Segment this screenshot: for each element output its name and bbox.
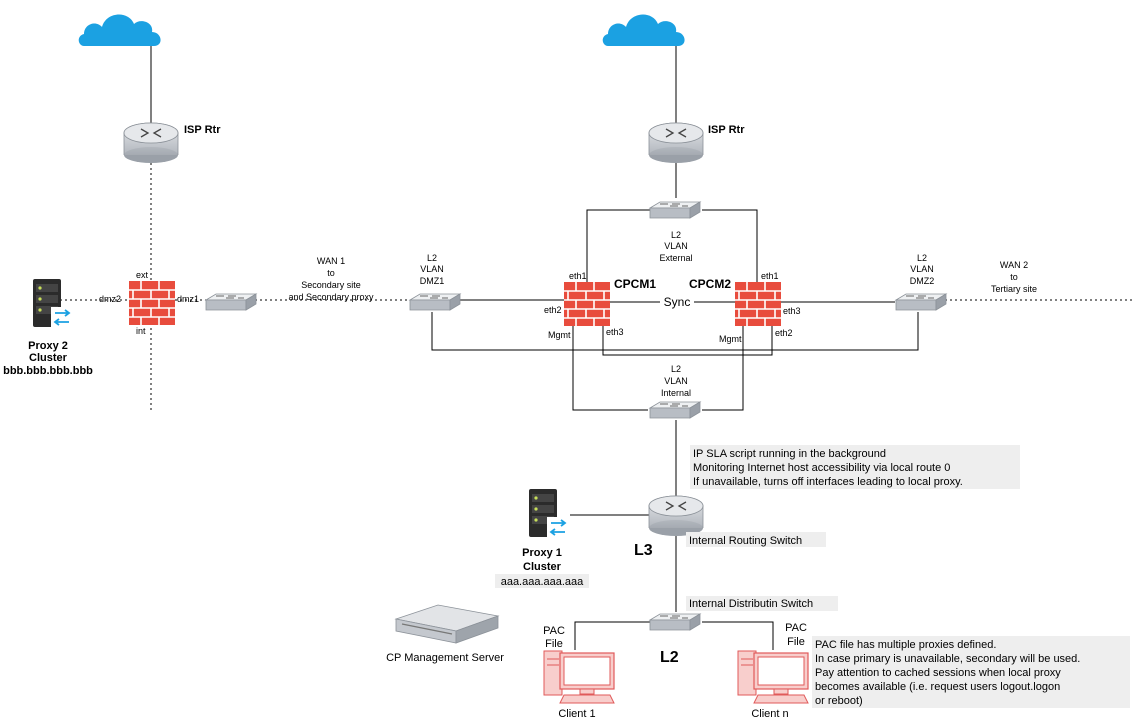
routing-switch-label: Internal Routing Switch: [689, 535, 802, 547]
fw-port-dmz2: dmz2: [99, 294, 121, 304]
wan1-line1: WAN 1: [317, 256, 345, 266]
l2-label: L2: [660, 649, 679, 666]
proxy1-type: Cluster: [523, 561, 562, 573]
l3-label: L3: [634, 542, 653, 559]
isp-router-right-icon: [648, 122, 704, 164]
clientn-pac-label-line1: PAC: [785, 622, 807, 634]
sync-label: Sync: [664, 295, 691, 309]
cpcm1-label: CPCM1: [614, 277, 656, 291]
pac-note-line5: or reboot): [815, 695, 863, 707]
l2-dmz1-line3: DMZ1: [420, 276, 445, 286]
isp-router-left-label: ISP Rtr: [184, 124, 221, 136]
sla-note-line3: If unavailable, turns off interfaces lea…: [693, 476, 963, 488]
fw-port-int: int: [136, 326, 146, 336]
wan2-line3: Tertiary site: [991, 284, 1037, 294]
site2-switch-icon: [205, 293, 257, 311]
proxy2-type: Cluster: [29, 352, 68, 364]
links: [60, 44, 1135, 650]
clientn-label: Client n: [751, 708, 788, 719]
cpcm1-port-eth2: eth2: [544, 305, 562, 315]
cp-management-server-icon: [394, 604, 500, 644]
l2-internal-line2: VLAN: [664, 376, 688, 386]
link-cpcm1-eth3: [602, 326, 773, 356]
clientn-pac-label-line2: File: [787, 636, 805, 648]
pac-note-line2: In case primary is unavailable, secondar…: [815, 653, 1080, 665]
cpcm2-port-mgmt: Mgmt: [719, 334, 742, 344]
l2-dmz2-switch-icon: [895, 293, 947, 311]
site2-firewall-icon: [128, 280, 176, 326]
internal-distribution-switch-icon: [649, 613, 701, 631]
fw-port-dmz1: dmz1: [177, 294, 199, 304]
clientn-computer-icon: [737, 650, 809, 704]
isp-router-right-label: ISP Rtr: [708, 124, 745, 136]
cpcm1-firewall-icon: [563, 281, 611, 327]
sla-note: IP SLA script running in the background …: [690, 445, 1020, 489]
wan1-line2: to: [327, 268, 335, 278]
pac-note-line3: Pay attention to cached sessions when lo…: [815, 667, 1061, 679]
l2-external-switch-icon: [649, 201, 701, 219]
client1-pac-label-line1: PAC: [543, 625, 565, 637]
proxy2-address: bbb.bbb.bbb.bbb: [3, 365, 93, 377]
wan2-line2: to: [1010, 272, 1018, 282]
proxy1-server-icon: [528, 488, 570, 540]
cpcm2-port-eth3: eth3: [783, 306, 801, 316]
pac-note: PAC file has multiple proxies defined. I…: [812, 636, 1130, 708]
proxy1-name: Proxy 1: [522, 547, 562, 559]
link-dist-clientn: [702, 621, 774, 650]
l2-external-line3: External: [659, 253, 692, 263]
cpcm2-port-eth2: eth2: [775, 328, 793, 338]
l2-external-line2: VLAN: [664, 241, 688, 251]
cpcm2-port-eth1: eth1: [761, 271, 779, 281]
l2-dmz1-line1: L2: [427, 253, 437, 263]
client1-computer-icon: [543, 650, 615, 704]
cloud-icon-right: [602, 14, 685, 47]
link-ext-cpcm2: [702, 209, 758, 282]
wan2-line1: WAN 2: [1000, 260, 1028, 270]
client1-pac-label-line2: File: [545, 638, 563, 650]
client1-label: Client 1: [558, 708, 595, 719]
wan1-line4: and Secondary proxy: [288, 292, 374, 302]
proxy2-server-icon: [32, 278, 74, 330]
link-mgmt-bus: [431, 312, 919, 351]
isp-router-left-icon: [123, 122, 179, 164]
proxy2-name: Proxy 2: [28, 340, 68, 352]
l2-internal-line3: Internal: [661, 388, 691, 398]
wan1-line3: Secondary site: [301, 280, 361, 290]
l2-external-line1: L2: [671, 230, 681, 240]
l2-dmz2-line3: DMZ2: [910, 276, 935, 286]
l2-internal-line1: L2: [671, 364, 681, 374]
proxy1-address: aaa.aaa.aaa.aaa: [501, 576, 584, 588]
internal-routing-switch-icon: [648, 495, 704, 537]
l2-dmz2-line1: L2: [917, 253, 927, 263]
pac-note-line4: becomes available (i.e. request users lo…: [815, 681, 1060, 693]
link-dist-client1: [574, 621, 650, 650]
fw-port-ext: ext: [136, 270, 149, 280]
cp-management-server-label: CP Management Server: [386, 652, 504, 664]
cpcm2-label: CPCM2: [689, 277, 731, 291]
cpcm1-port-eth3: eth3: [606, 327, 624, 337]
l2-dmz1-line2: VLAN: [420, 264, 444, 274]
l2-dmz2-line2: VLAN: [910, 264, 934, 274]
cpcm2-firewall-icon: [734, 281, 782, 327]
link-cpcm1-mgmt: [572, 326, 648, 411]
pac-note-line1: PAC file has multiple proxies defined.: [815, 639, 996, 651]
cloud-icon-left: [78, 14, 161, 47]
cpcm1-port-eth1: eth1: [569, 271, 587, 281]
link-cpcm2-int: [702, 326, 744, 411]
l2-dmz1-switch-icon: [409, 293, 461, 311]
sla-note-line2: Monitoring Internet host accessibility v…: [693, 462, 950, 474]
cpcm1-port-mgmt: Mgmt: [548, 330, 571, 340]
distribution-switch-label: Internal Distributin Switch: [689, 598, 813, 610]
link-ext-cpcm1: [586, 209, 650, 282]
l2-internal-switch-icon: [649, 401, 701, 419]
sla-note-line1: IP SLA script running in the background: [693, 448, 886, 460]
